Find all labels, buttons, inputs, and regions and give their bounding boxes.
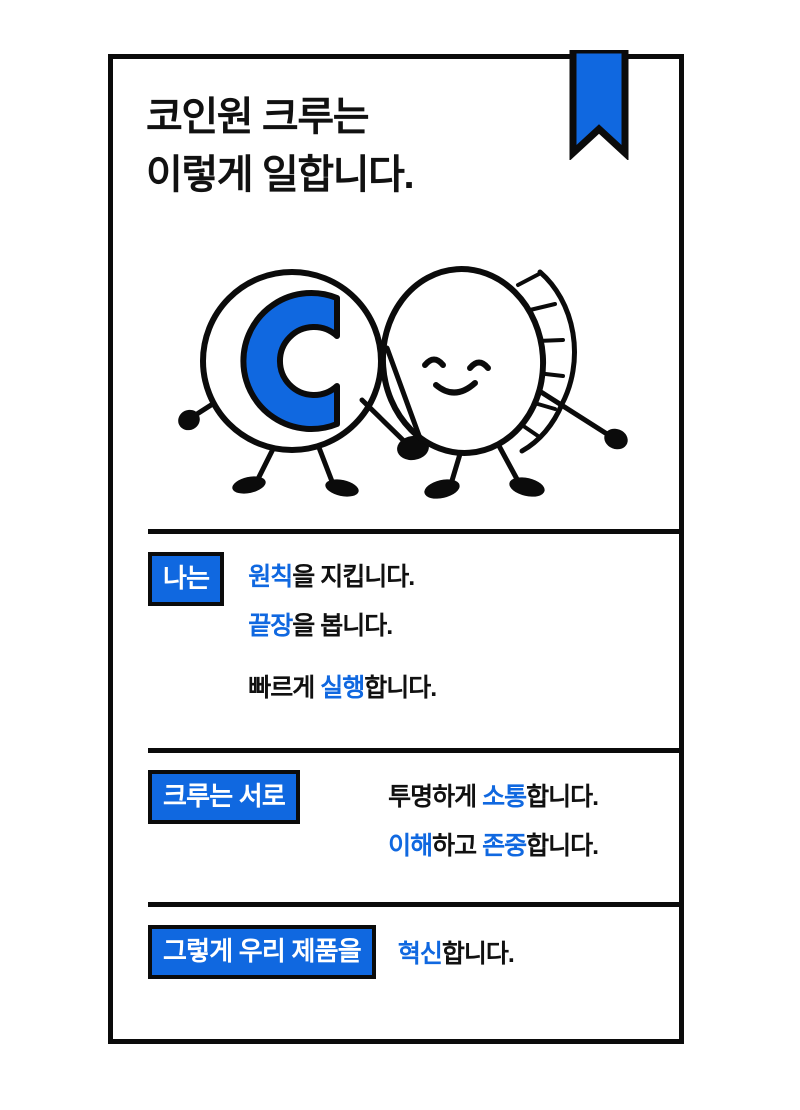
section-divider-1 [148, 529, 684, 534]
value-keyword: 실행 [320, 674, 365, 702]
right-coin-character [379, 266, 628, 499]
value-line: 혁신합니다. [397, 930, 515, 979]
value-line: 이해하고 존중합니다. [326, 822, 599, 871]
value-lines-self: 원칙을 지킵니다. 끝장을 봅니다. 빠르게 실행합니다. [248, 553, 437, 713]
value-line: 끝장을 봅니다. [248, 602, 436, 651]
value-keyword: 끝장 [248, 612, 293, 640]
section-divider-3 [148, 902, 684, 907]
value-lines-crew: 투명하게 소통합니다. 이해하고 존중합니다. [326, 773, 599, 871]
section-divider-2 [148, 748, 684, 753]
value-section-crew: 크루는 서로 투명하게 소통합니다. 이해하고 존중합니다. [148, 770, 684, 871]
value-text: 투명하게 [388, 783, 483, 811]
left-coin-character [178, 269, 409, 497]
value-tag-crew: 크루는 서로 [148, 770, 301, 824]
value-text: 합니다. [364, 674, 437, 702]
value-line: 투명하게 소통합니다. [326, 773, 599, 822]
page-title-line-2: 이렇게 일합니다. [146, 153, 415, 197]
value-line: 빠르게 실행합니다. [248, 664, 437, 713]
value-keyword: 이해 [388, 832, 433, 860]
value-line: 원칙을 지킵니다. [248, 553, 436, 602]
value-text: 합니다. [526, 783, 599, 811]
page-title-line-1: 코인원 크루는 [146, 95, 370, 139]
value-keyword: 존중 [482, 832, 527, 860]
value-keyword: 원칙 [248, 563, 293, 591]
value-keyword: 혁신 [397, 940, 443, 968]
value-text: 을 봅니다. [292, 612, 393, 640]
poster-frame [108, 54, 684, 1044]
value-lines-product: 혁신합니다. [397, 930, 515, 979]
value-text: 을 지킵니다. [292, 563, 415, 591]
value-tag-self: 나는 [148, 552, 225, 606]
bookmark-ribbon-icon [569, 46, 629, 161]
page-title: 코인원 크루는 이렇게 일합니다. [146, 88, 566, 204]
value-tag-product: 그렇게 우리 제품을 [148, 925, 376, 979]
value-keyword: 소통 [482, 783, 527, 811]
value-section-product: 그렇게 우리 제품을 혁신합니다. [148, 925, 684, 979]
value-section-self: 나는 원칙을 지킵니다. 끝장을 봅니다. 빠르게 실행합니다. [148, 552, 684, 713]
value-text: 합니다. [526, 832, 599, 860]
value-text: 합니다. [441, 940, 515, 968]
value-text: 빠르게 [248, 674, 321, 702]
value-text: 하고 [432, 832, 483, 860]
mascot-illustration [170, 248, 650, 510]
